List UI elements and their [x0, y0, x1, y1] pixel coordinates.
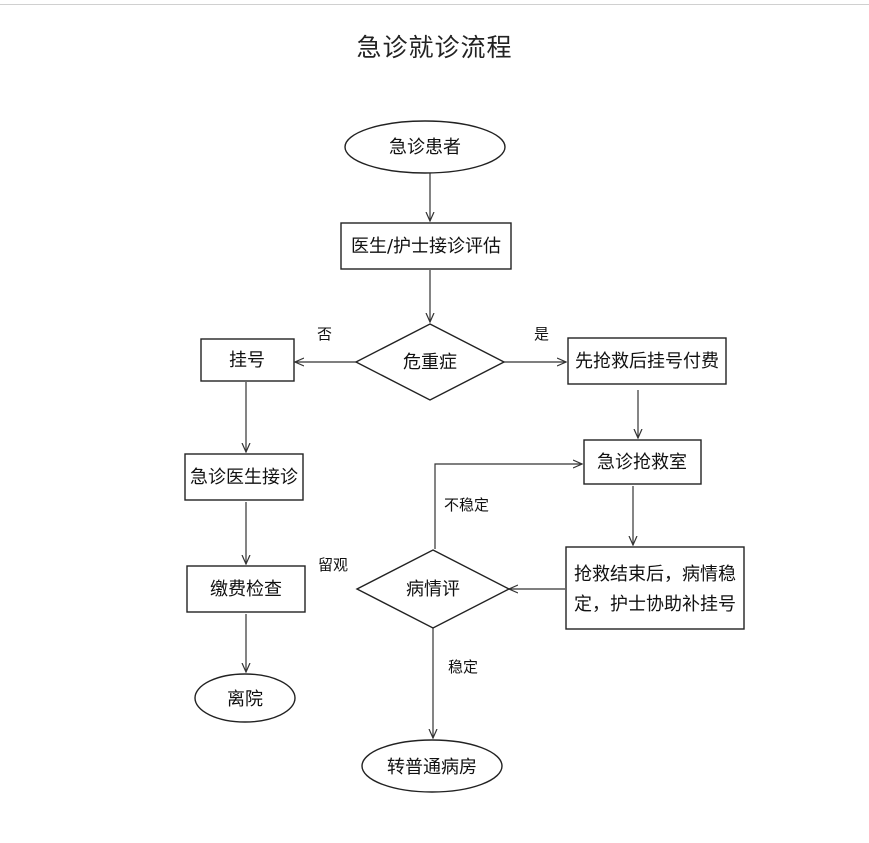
node-rescue-first-box [567, 337, 727, 385]
node-register-box [200, 338, 295, 382]
edge-label-observe: 留观 [318, 556, 348, 574]
node-discharge-ellipse [194, 673, 296, 723]
node-critical-label: 危重症 [403, 352, 457, 373]
node-discharge-label: 离院 [227, 689, 263, 710]
node-rescue-room-box [583, 439, 702, 485]
page-title: 急诊就诊流程 [356, 33, 513, 62]
node-ward-label: 转普通病房 [387, 757, 477, 778]
edge-eval-to-rescue-room [434, 464, 582, 549]
node-assess-box [340, 222, 512, 270]
edge-label-stable: 稳定 [448, 658, 478, 676]
node-assess-label: 医生/护士接诊评估 [351, 236, 501, 257]
edge-label-yes: 是 [534, 325, 549, 343]
node-after-rescue-label-line1: 抢救结束后，病情稳 [574, 564, 736, 585]
node-pay-exam-label: 缴费检查 [210, 579, 282, 600]
node-condition-eval-diamond [355, 549, 511, 629]
node-er-doctor-label: 急诊医生接诊 [190, 467, 298, 488]
node-patient-label: 急诊患者 [389, 137, 461, 158]
edge-label-no: 否 [317, 325, 332, 343]
node-rescue-room-label: 急诊抢救室 [597, 452, 687, 473]
node-register-label: 挂号 [229, 350, 265, 371]
edge-label-unstable: 不稳定 [444, 496, 489, 514]
node-critical-diamond [354, 323, 506, 401]
node-rescue-first-label: 先抢救后挂号付费 [575, 351, 719, 372]
node-pay-exam-box [186, 565, 306, 613]
node-er-doctor-box [184, 453, 304, 501]
node-condition-eval-label: 病情评 [406, 579, 460, 600]
node-patient-ellipse [344, 120, 506, 174]
node-after-rescue-label-line2: 定，护士协助补挂号 [574, 594, 736, 615]
top-divider [0, 4, 869, 5]
node-after-rescue-box [565, 546, 745, 630]
node-ward-ellipse [361, 739, 503, 793]
